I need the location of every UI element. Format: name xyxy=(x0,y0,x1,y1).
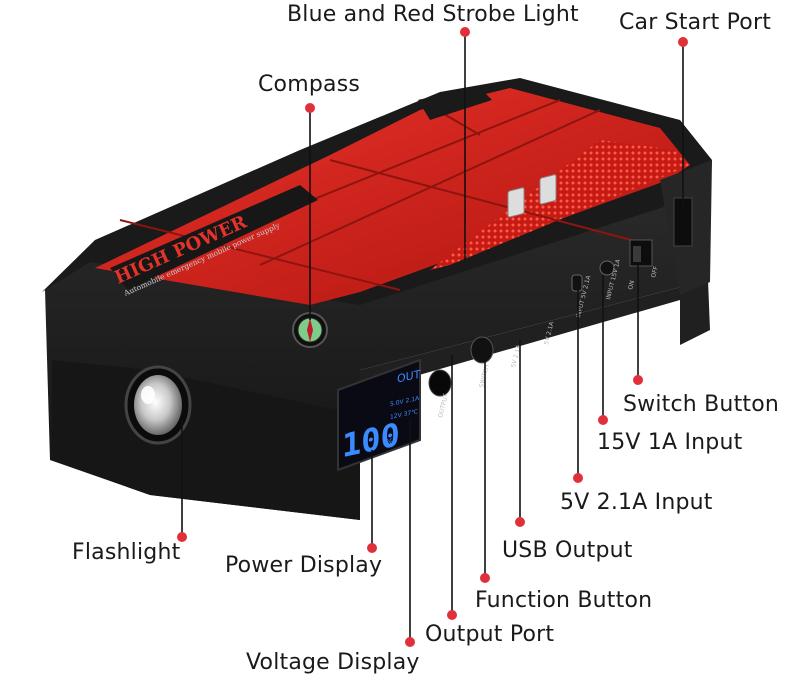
display-out: OUT xyxy=(397,368,421,386)
callout-function-button: Function Button xyxy=(475,588,653,613)
callout-switch-button: Switch Button xyxy=(623,392,780,417)
port-panel xyxy=(428,174,693,397)
strobe-light xyxy=(430,140,690,270)
dot-usb xyxy=(515,517,525,527)
dot-power-display xyxy=(367,543,377,553)
dot-car-start xyxy=(678,37,688,47)
car-start-port xyxy=(673,197,693,247)
dot-input-5v xyxy=(573,473,583,483)
input-5v-port xyxy=(571,274,583,292)
leader-lines xyxy=(181,32,684,642)
callout-usb-output: USB Output xyxy=(502,538,633,563)
callout-5v-input: 5V 2.1A Input xyxy=(560,490,713,515)
callout-15v-input: 15V 1A Input xyxy=(597,430,743,455)
dot-compass xyxy=(305,103,315,113)
usb-port-2 xyxy=(539,174,557,205)
dot-strobe xyxy=(460,27,470,37)
callout-output-port: Output Port xyxy=(425,622,555,647)
input-15v-port xyxy=(599,260,615,276)
callout-voltage-display: Voltage Display xyxy=(246,650,420,675)
callout-compass: Compass xyxy=(258,72,361,97)
callout-strobe-light: Blue and Red Strobe Light xyxy=(287,2,579,27)
dot-voltage xyxy=(405,637,415,647)
leader-dots xyxy=(177,27,688,647)
dot-flashlight xyxy=(177,532,187,542)
display-percent-sign: % xyxy=(385,437,394,449)
usb-port-1 xyxy=(507,187,525,218)
flashlight-lens xyxy=(124,365,192,445)
output-port xyxy=(428,369,452,397)
callout-flashlight: Flashlight xyxy=(72,540,181,565)
dot-input-15v xyxy=(598,415,608,425)
x-grooves xyxy=(119,99,651,291)
callout-car-start-port: Car Start Port xyxy=(619,10,772,35)
function-button xyxy=(470,336,494,364)
callout-power-display: Power Display xyxy=(225,553,383,578)
mark-on: ON xyxy=(627,280,636,291)
dot-output xyxy=(447,610,457,620)
mark-off: OFF xyxy=(650,265,660,279)
dot-switch xyxy=(633,375,643,385)
dot-function xyxy=(480,573,490,583)
compass xyxy=(292,312,328,348)
mark-output: OUTPUT xyxy=(437,393,450,419)
lcd-display: 100 % OUT 5.0V 2.1A 12V 37℃ xyxy=(337,358,421,472)
brand-panel xyxy=(110,185,318,290)
